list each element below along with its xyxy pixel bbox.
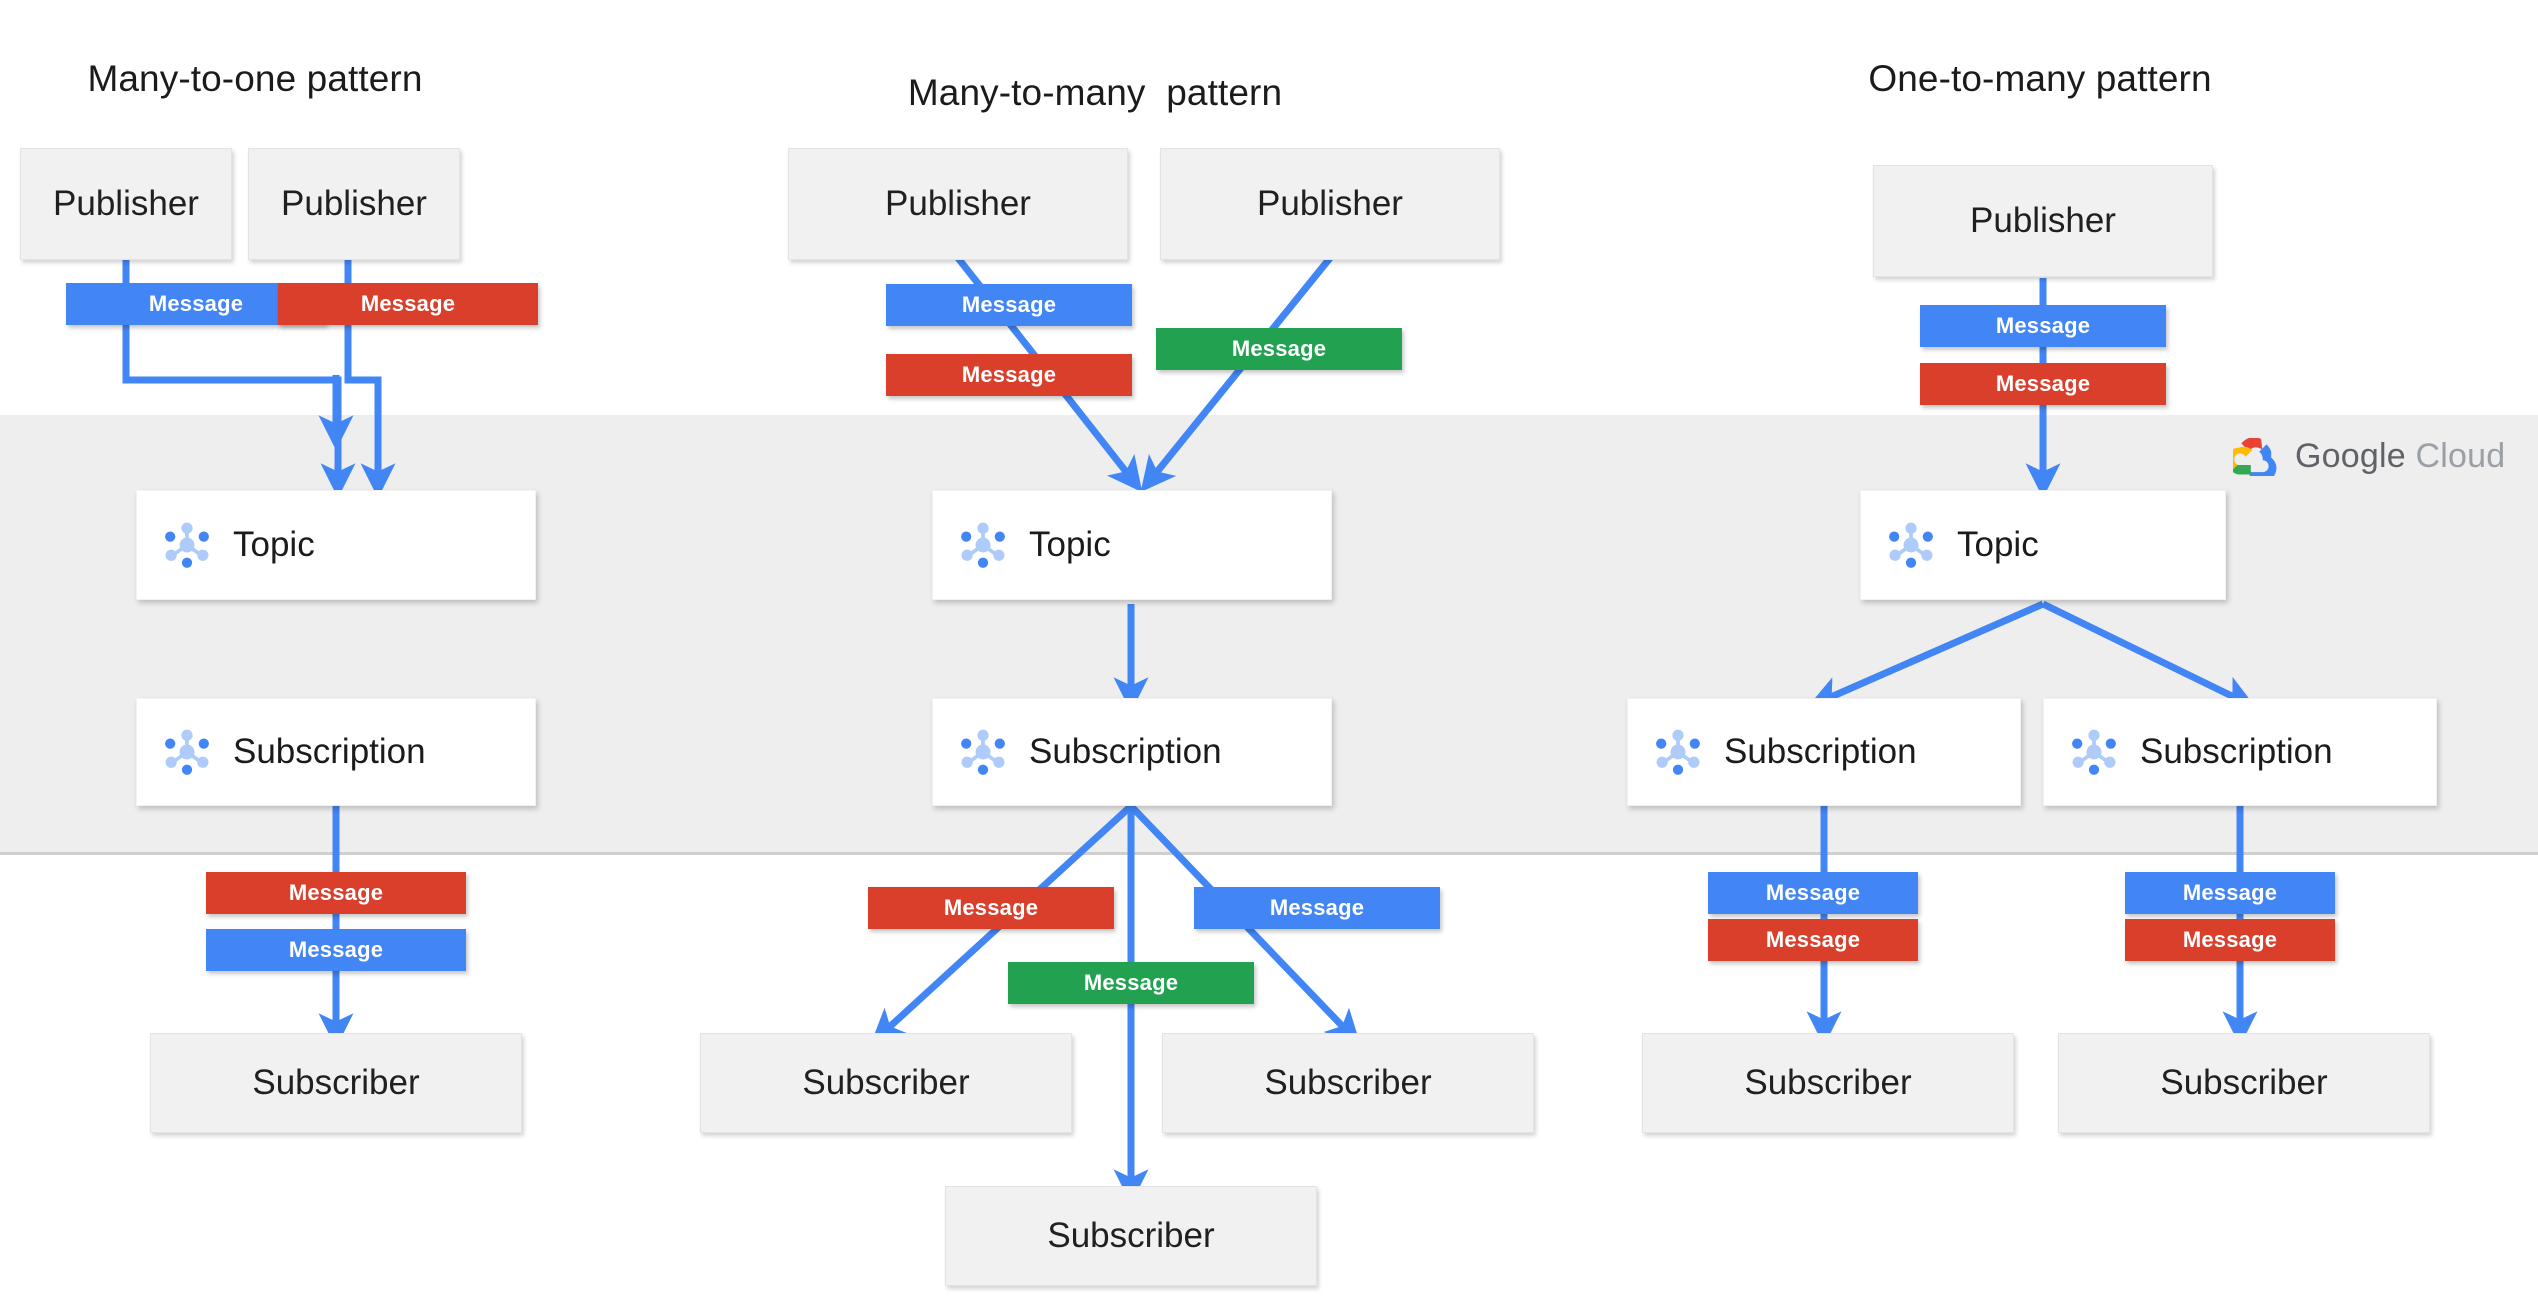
pubsub-topic-icon: [165, 522, 209, 568]
subscriber-box[interactable]: Subscriber: [1642, 1033, 2014, 1133]
subscriber-box[interactable]: Subscriber: [1162, 1033, 1534, 1133]
subscription-box[interactable]: Subscription: [932, 698, 1332, 806]
google-cloud-wordmark: Google Cloud: [2295, 437, 2505, 476]
subscriber-box[interactable]: Subscriber: [150, 1033, 522, 1133]
publisher-box[interactable]: Publisher: [248, 148, 460, 260]
subscription-label: Subscription: [233, 732, 426, 771]
publisher-box[interactable]: Publisher: [1160, 148, 1500, 260]
message-chip: Message: [886, 284, 1132, 326]
subscription-label: Subscription: [1029, 732, 1222, 771]
message-chip: Message: [206, 872, 466, 914]
topic-label: Topic: [233, 525, 315, 564]
message-chip: Message: [1008, 962, 1254, 1004]
message-chip: Message: [1194, 887, 1440, 929]
subscription-box[interactable]: Subscription: [136, 698, 536, 806]
message-chip: Message: [206, 929, 466, 971]
message-chip: Message: [1708, 919, 1918, 961]
pattern-title-many-to-one: Many-to-one pattern: [87, 58, 423, 99]
message-chip: Message: [1156, 328, 1402, 370]
message-chip: Message: [868, 887, 1114, 929]
message-chip: Message: [886, 354, 1132, 396]
subscriber-box[interactable]: Subscriber: [945, 1186, 1317, 1286]
message-chip: Message: [1708, 872, 1918, 914]
pubsub-topic-icon: [961, 522, 1005, 568]
pattern-title-many-to-many: Many-to-many pattern: [907, 72, 1283, 113]
publisher-box[interactable]: Publisher: [788, 148, 1128, 260]
publisher-box[interactable]: Publisher: [20, 148, 232, 260]
message-chip: Message: [1920, 363, 2166, 405]
publisher-box[interactable]: Publisher: [1873, 165, 2213, 277]
subscriber-box[interactable]: Subscriber: [2058, 1033, 2430, 1133]
subscriber-box[interactable]: Subscriber: [700, 1033, 1072, 1133]
topic-box[interactable]: Topic: [1860, 490, 2226, 600]
topic-label: Topic: [1029, 525, 1111, 564]
message-chip: Message: [1920, 305, 2166, 347]
topic-box[interactable]: Topic: [932, 490, 1332, 600]
message-chip: Message: [2125, 919, 2335, 961]
topic-label: Topic: [1957, 525, 2039, 564]
subscription-label: Subscription: [2140, 732, 2333, 771]
google-cloud-logo: Google Cloud: [2233, 437, 2505, 476]
pubsub-subscription-icon: [165, 729, 209, 775]
google-cloud-cloud-icon: [2233, 437, 2277, 476]
pubsub-subscription-icon: [2072, 729, 2116, 775]
pattern-title-one-to-many: One-to-many pattern: [1868, 58, 2212, 99]
pubsub-topic-icon: [1889, 522, 1933, 568]
subscription-box[interactable]: Subscription: [1627, 698, 2021, 806]
message-chip: Message: [278, 283, 538, 325]
pubsub-subscription-icon: [1656, 729, 1700, 775]
brand-google: Google: [2295, 437, 2406, 475]
topic-box[interactable]: Topic: [136, 490, 536, 600]
subscription-label: Subscription: [1724, 732, 1917, 771]
subscription-box[interactable]: Subscription: [2043, 698, 2437, 806]
pubsub-subscription-icon: [961, 729, 1005, 775]
brand-cloud: Cloud: [2405, 437, 2506, 475]
message-chip: Message: [2125, 872, 2335, 914]
